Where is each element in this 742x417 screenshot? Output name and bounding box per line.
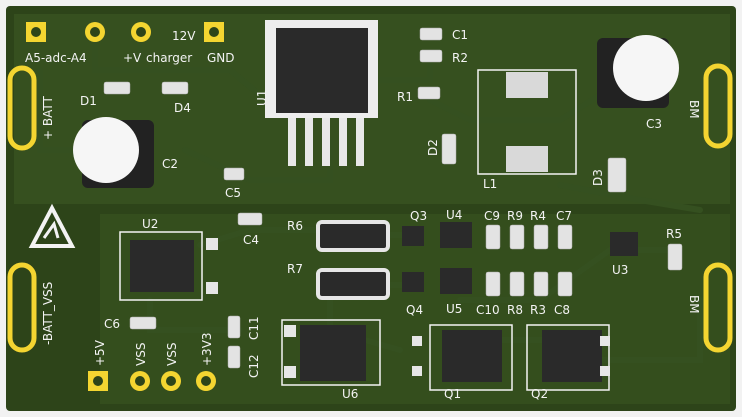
- ic-u1: [265, 20, 378, 166]
- sot-ics: [402, 222, 638, 294]
- label-bm-top: BM: [687, 100, 701, 119]
- refdes-c6: C6: [104, 317, 120, 331]
- refdes-r7: R7: [287, 262, 303, 276]
- refdes-c10: C10: [476, 303, 500, 317]
- refdes-c9: C9: [484, 209, 500, 223]
- refdes-u5: U5: [446, 302, 462, 316]
- refdes-r6: R6: [287, 219, 303, 233]
- label-vss2: VSS: [165, 343, 179, 366]
- label-plus-v: +V: [123, 51, 142, 65]
- refdes-c2: C2: [162, 157, 178, 171]
- slot-batt-plus: [7, 65, 37, 151]
- label-charger: charger: [146, 51, 192, 65]
- refdes-r9: R9: [507, 209, 523, 223]
- refdes-q3: Q3: [410, 209, 427, 223]
- mosfet-q1: [412, 324, 513, 391]
- refdes-d4: D4: [174, 101, 191, 115]
- refdes-d3: D3: [591, 169, 605, 186]
- inductor-l1: [477, 69, 577, 175]
- refdes-u2: U2: [142, 217, 158, 231]
- refdes-u1: U1: [255, 90, 269, 106]
- cap-c2: [73, 117, 154, 188]
- top-header-pins: [26, 22, 224, 42]
- ic-u6: [281, 319, 381, 386]
- refdes-q4: Q4: [406, 303, 423, 317]
- label-plus-batt: + BATT: [41, 96, 55, 140]
- bottom-header-pins: [88, 371, 216, 391]
- label-12v: 12V: [172, 29, 196, 43]
- refdes-q2: Q2: [531, 387, 548, 401]
- resistor-r7: [316, 268, 390, 300]
- refdes-u6: U6: [342, 387, 358, 401]
- refdes-c4: C4: [243, 233, 259, 247]
- refdes-c5: C5: [225, 186, 241, 200]
- refdes-d1: D1: [80, 94, 97, 108]
- refdes-c3: C3: [646, 117, 662, 131]
- label-gnd: GND: [207, 51, 235, 65]
- refdes-r1: R1: [397, 90, 413, 104]
- slot-bm-top: [703, 63, 733, 149]
- refdes-r3: R3: [530, 303, 546, 317]
- label-top-header: A5-adc-A4: [25, 51, 87, 65]
- refdes-r5: R5: [666, 227, 682, 241]
- smd-parts: [103, 27, 683, 369]
- label-3v3: +3V3: [200, 332, 214, 366]
- refdes-d2: D2: [426, 139, 440, 156]
- resistor-r6: [316, 220, 390, 252]
- refdes-c11: C11: [247, 316, 261, 340]
- refdes-r8: R8: [507, 303, 523, 317]
- label-vss1: VSS: [134, 343, 148, 366]
- refdes-r4: R4: [530, 209, 546, 223]
- silk-labels: A5-adc-A4 +V charger 12V GND + BATT -BAT…: [25, 28, 701, 401]
- refdes-c1: C1: [452, 28, 468, 42]
- ic-u2: [119, 231, 218, 301]
- refdes-c12: C12: [247, 354, 261, 378]
- esd-warning-icon: [28, 203, 76, 248]
- refdes-u4: U4: [446, 208, 462, 222]
- refdes-q1: Q1: [444, 387, 461, 401]
- refdes-c8: C8: [554, 303, 570, 317]
- refdes-l1: L1: [483, 177, 497, 191]
- refdes-u3: U3: [612, 263, 628, 277]
- label-bm-bottom: BM: [687, 295, 701, 314]
- slot-batt-minus: [7, 262, 37, 353]
- refdes-c7: C7: [556, 209, 572, 223]
- cap-c3: [597, 35, 679, 108]
- label-minus-batt: -BATT_VSS: [41, 282, 55, 345]
- label-5v: +5V: [93, 339, 107, 366]
- slot-bm-bottom: [703, 262, 733, 353]
- mosfet-q2: [526, 324, 610, 391]
- refdes-r2: R2: [452, 51, 468, 65]
